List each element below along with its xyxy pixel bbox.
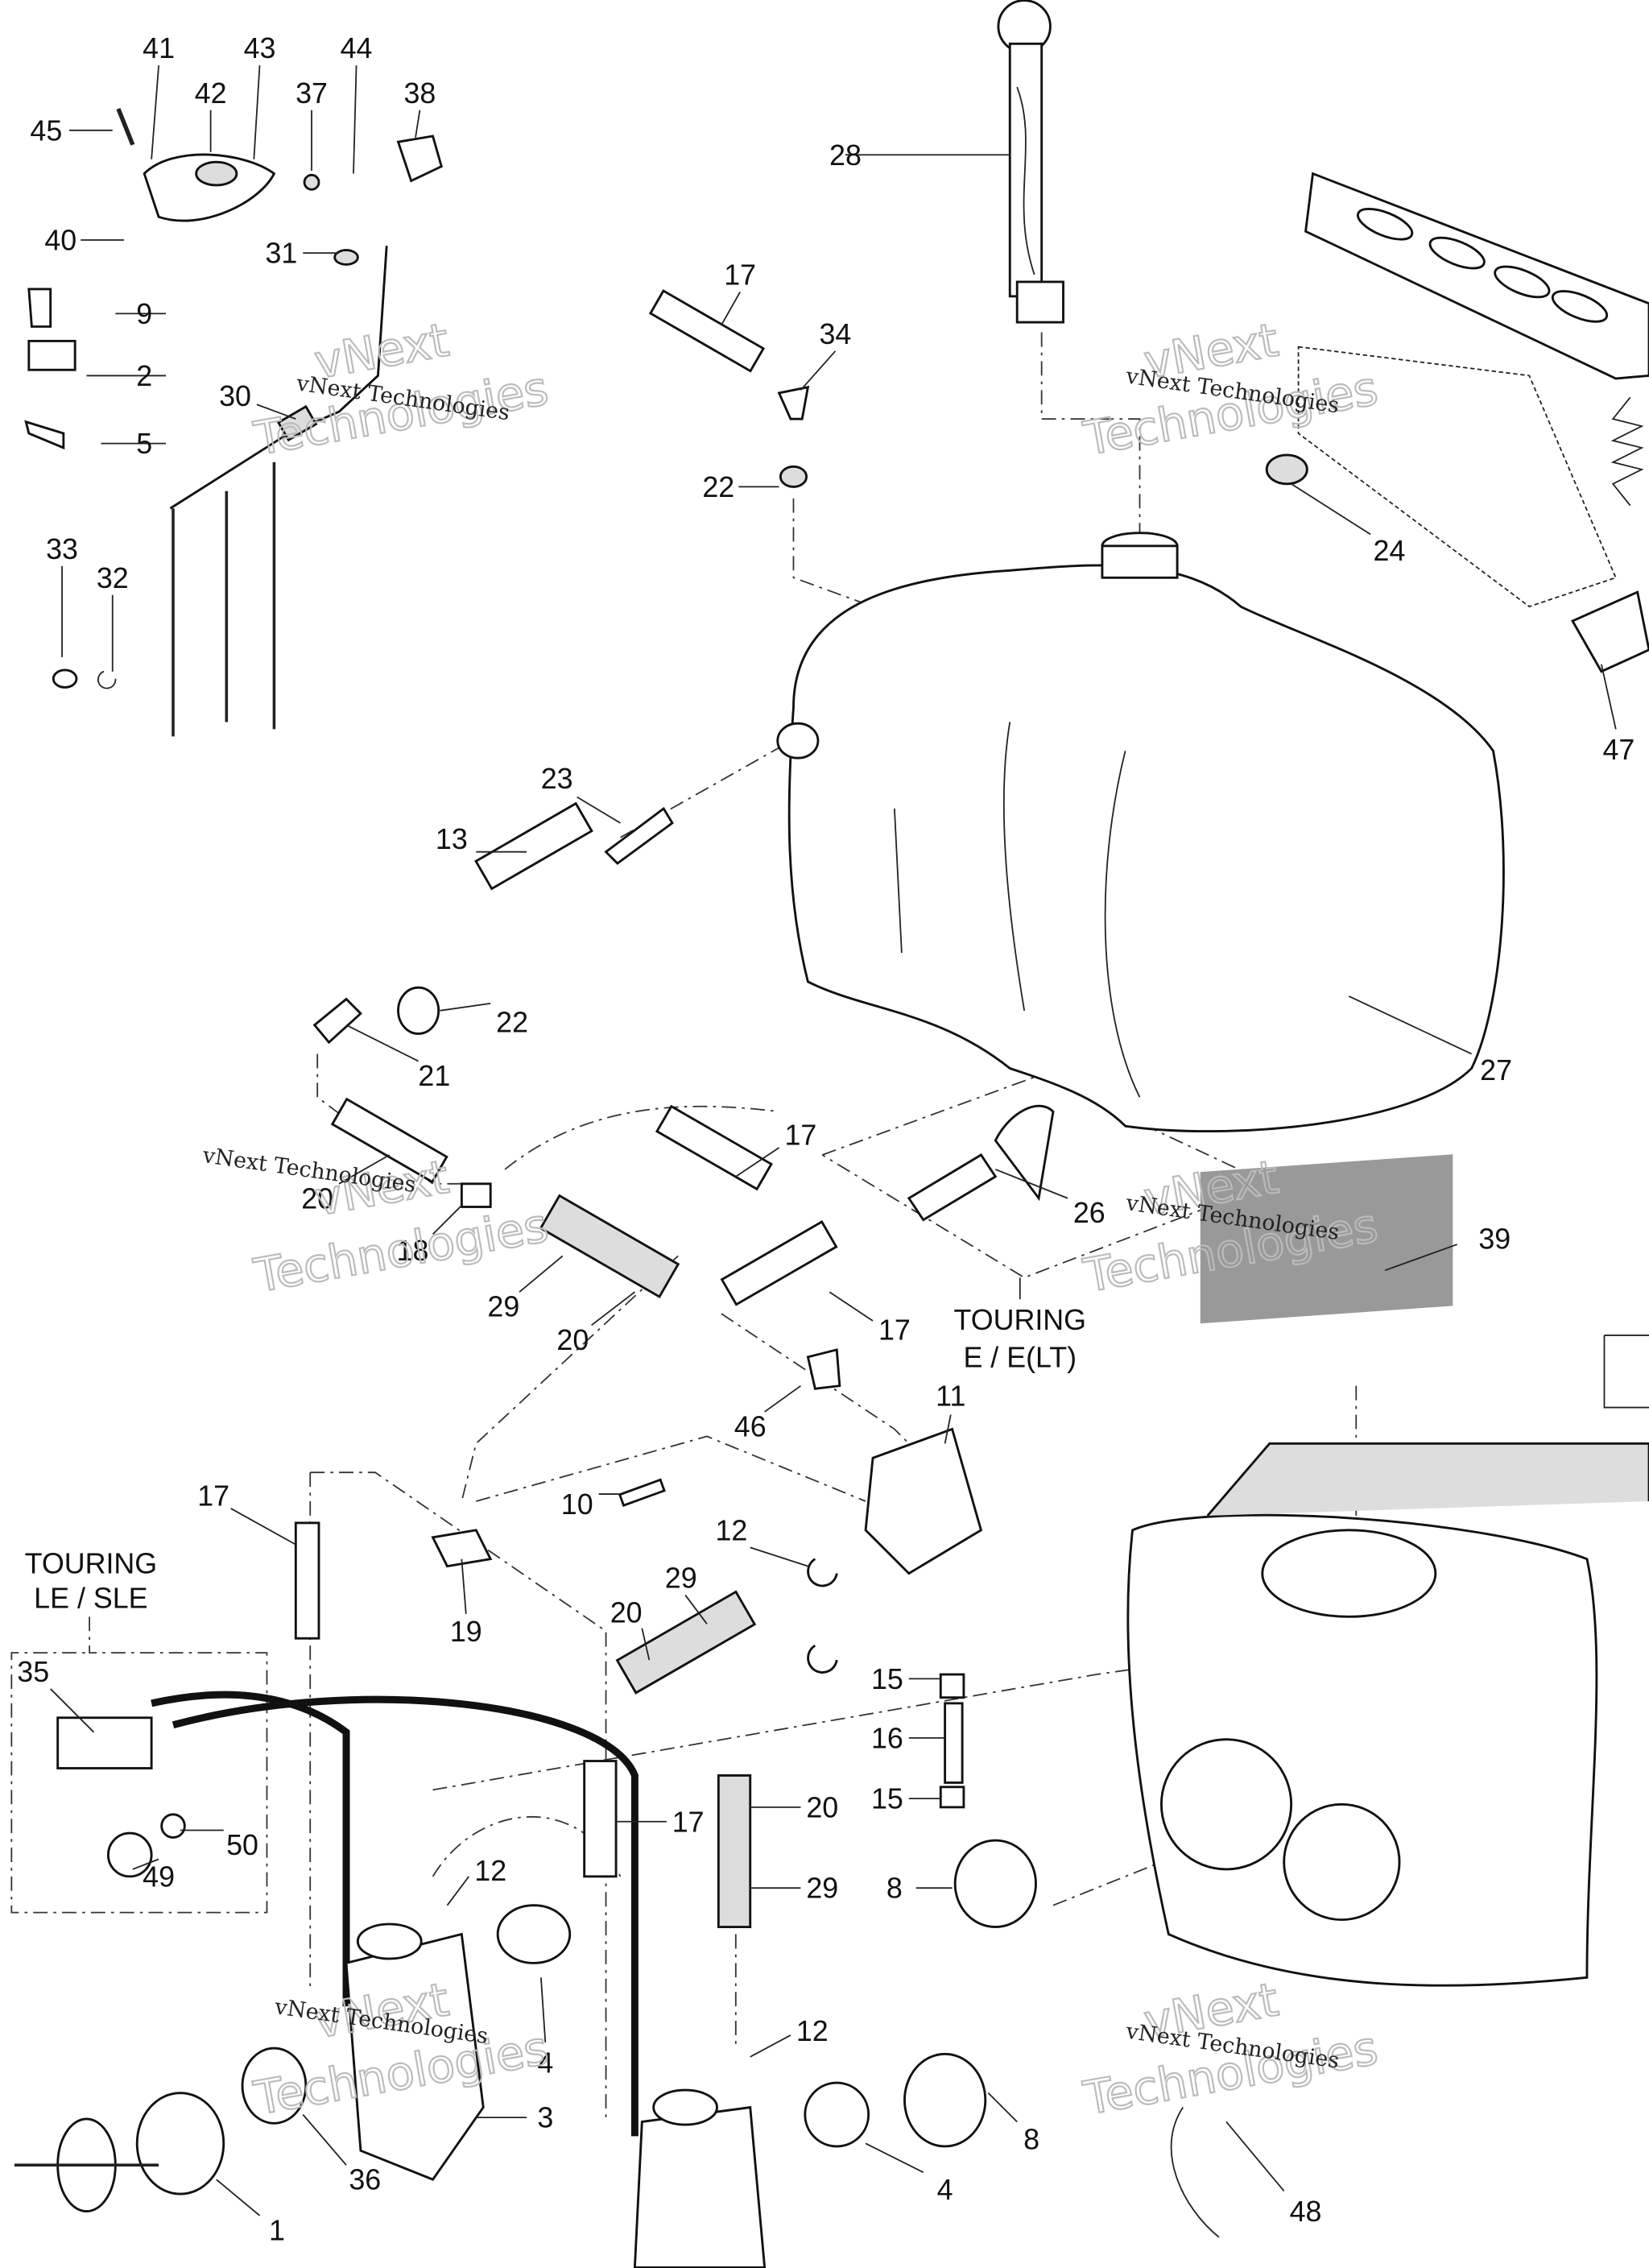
callout: 21 (418, 1060, 450, 1092)
callout: 37 (295, 77, 328, 110)
callout: 17 (878, 1314, 911, 1346)
callout: 46 (734, 1410, 767, 1442)
callout: 20 (556, 1324, 589, 1356)
callout: 20 (806, 1791, 838, 1823)
callout: 12 (474, 1855, 506, 1887)
callout: 26 (1073, 1197, 1106, 1229)
fuel-gauge-28 (997, 0, 1064, 324)
callout: 17 (724, 259, 756, 292)
callout: 10 (561, 1488, 593, 1521)
watermark-large: Technologies (250, 1198, 552, 1303)
callout: 24 (1374, 535, 1406, 567)
callout: 15 (871, 1663, 903, 1695)
callout: 5 (136, 428, 152, 460)
air-silencer (1126, 1154, 1649, 1987)
callout: 11 (936, 1380, 965, 1413)
callout: 29 (487, 1291, 519, 1323)
callout: 41 (143, 32, 175, 64)
callout: 8 (886, 1873, 903, 1905)
callout: 43 (244, 32, 276, 64)
callout: 18 (397, 1235, 429, 1267)
callout: 34 (820, 318, 852, 350)
callout: 17 (672, 1806, 705, 1838)
callout: 23 (541, 763, 573, 795)
callout: 3 (537, 2102, 553, 2134)
callout: 45 (30, 114, 62, 147)
callout: 27 (1480, 1054, 1512, 1086)
callout: 50 (226, 1829, 258, 1861)
callout: 44 (341, 32, 373, 64)
callout: 16 (871, 1722, 903, 1754)
callout: 12 (716, 1514, 748, 1546)
callout: 48 (1290, 2196, 1322, 2228)
callout: 39 (1478, 1223, 1511, 1255)
callout: 4 (537, 2047, 553, 2080)
callout: 20 (301, 1182, 333, 1215)
note-touring-e-line2: E / E(LT) (963, 1341, 1077, 1373)
choke-lever-assembly (24, 107, 443, 737)
callout: 9 (136, 298, 152, 330)
callout: 40 (44, 225, 76, 257)
callout: 38 (403, 77, 436, 110)
tank-strap (1265, 172, 1649, 673)
callout: 13 (436, 823, 468, 855)
callout: 30 (219, 380, 251, 412)
callout: 33 (46, 533, 78, 565)
callout: 32 (97, 562, 129, 594)
callout: 20 (610, 1597, 643, 1629)
callout: 15 (871, 1783, 903, 1815)
callout: 17 (197, 1480, 229, 1512)
note-touring-le-line2: LE / SLE (34, 1583, 147, 1615)
carburetors (14, 1691, 1220, 2268)
callout: 42 (195, 77, 227, 110)
callout: 35 (17, 1656, 49, 1688)
callout: 19 (450, 1616, 482, 1648)
callout: 4 (937, 2174, 953, 2206)
callout: 22 (496, 1007, 528, 1039)
model-notes: TOURING E / E(LT) TOURING LE / SLE (25, 1277, 1087, 1615)
callout: 2 (136, 360, 152, 392)
callout: 31 (265, 238, 297, 270)
callout: 8 (1023, 2124, 1039, 2156)
fuel-tank-27 (776, 532, 1505, 1133)
note-touring-le-line1: TOURING (25, 1548, 158, 1580)
leader-lines (50, 65, 1617, 2216)
callout: 12 (796, 2015, 829, 2047)
callout: 17 (785, 1119, 817, 1151)
callout: 1 (269, 2214, 285, 2246)
hoses-and-fittings (294, 289, 1055, 2148)
callout: 36 (349, 2164, 381, 2196)
callout: 49 (143, 1860, 175, 1893)
callout: 29 (806, 1873, 838, 1905)
callout: 28 (829, 139, 862, 172)
air-filter-39 (1200, 1154, 1453, 1324)
callout: 22 (702, 471, 734, 503)
callout: 47 (1602, 734, 1635, 766)
callout-labels: 41 42 43 44 37 38 45 40 31 9 2 5 30 33 3… (17, 32, 1635, 2246)
note-touring-e-line1: TOURING (954, 1304, 1087, 1336)
callout: 29 (665, 1562, 697, 1595)
